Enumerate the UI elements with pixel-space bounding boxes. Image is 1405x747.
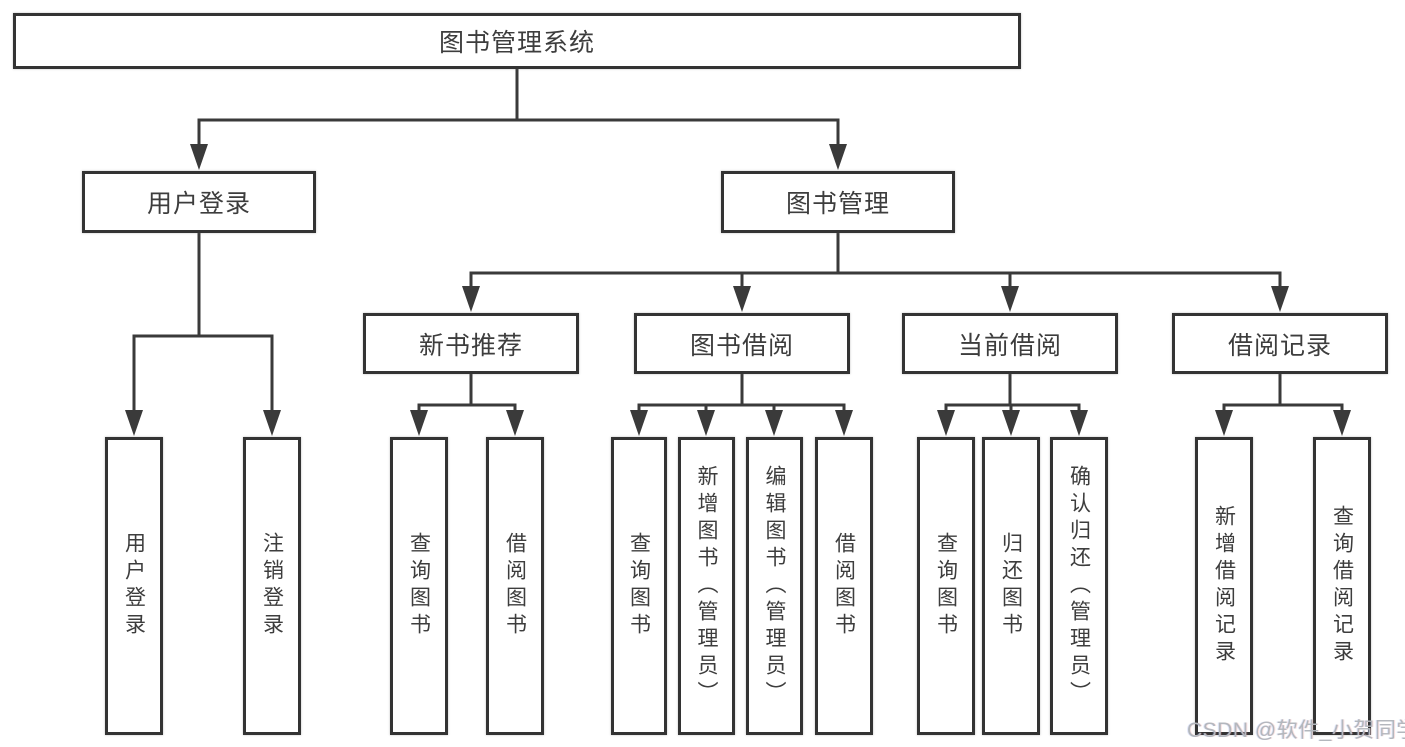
node-label: 新增图书（管理员） xyxy=(695,464,718,708)
arrow-down-icon xyxy=(506,410,524,436)
connector-arrowheads xyxy=(125,144,1351,436)
node-leaf-add-borrow-record: 新增借阅记录 xyxy=(1195,437,1253,735)
node-label: 用户登录 xyxy=(122,532,146,640)
arrow-down-icon xyxy=(410,410,428,436)
arrow-down-icon xyxy=(1215,410,1233,436)
csdn-watermark: CSDN @软件_小贺同学 xyxy=(1187,719,1405,742)
arrow-down-icon xyxy=(1271,286,1289,312)
node-book-management: 图书管理 xyxy=(721,171,955,233)
arrow-down-icon xyxy=(462,286,480,312)
arrow-down-icon xyxy=(765,410,783,436)
node-label: 借阅记录 xyxy=(1227,331,1332,360)
node-root-system: 图书管理系统 xyxy=(13,13,1021,69)
node-leaf-confirm-return-admin: 确认归还（管理员） xyxy=(1050,437,1108,735)
arrow-down-icon xyxy=(1002,410,1020,436)
node-label: 借阅图书 xyxy=(832,532,856,640)
node-label: 确认归还（管理员） xyxy=(1067,464,1091,708)
node-label: 借阅图书 xyxy=(503,532,527,640)
node-label: 用户登录 xyxy=(146,190,251,218)
node-label: 查询图书 xyxy=(407,532,431,640)
node-user-login: 用户登录 xyxy=(82,171,316,233)
node-leaf-edit-book-admin: 编辑图书（管理员） xyxy=(746,437,803,735)
arrow-down-icon xyxy=(630,410,648,436)
node-label: 查询图书 xyxy=(934,532,958,640)
node-leaf-query-book-recommend: 查询图书 xyxy=(390,437,448,735)
node-leaf-query-book-current: 查询图书 xyxy=(917,437,975,735)
node-leaf-borrow-book-recommend: 借阅图书 xyxy=(486,437,544,735)
node-leaf-add-book-admin: 新增图书（管理员） xyxy=(678,437,735,735)
arrow-down-icon xyxy=(829,144,847,170)
arrow-down-icon xyxy=(835,410,853,436)
arrow-down-icon xyxy=(190,144,208,170)
arrow-down-icon xyxy=(697,410,715,436)
connector-lines xyxy=(132,67,1344,414)
node-leaf-return-book: 归还图书 xyxy=(982,437,1040,735)
node-leaf-query-borrow-record: 查询借阅记录 xyxy=(1313,437,1371,735)
arrow-down-icon xyxy=(125,410,143,436)
node-book-borrow: 图书借阅 xyxy=(634,313,850,374)
node-label: 新增借阅记录 xyxy=(1212,505,1236,667)
node-label: 图书借阅 xyxy=(689,331,794,360)
arrow-down-icon xyxy=(1333,410,1351,436)
node-label: 查询图书 xyxy=(627,532,651,640)
node-leaf-logout: 注销登录 xyxy=(243,437,301,735)
node-label: 编辑图书（管理员） xyxy=(763,464,786,708)
node-leaf-borrow-book: 借阅图书 xyxy=(815,437,873,735)
arrow-down-icon xyxy=(1070,410,1088,436)
node-label: 查询借阅记录 xyxy=(1330,505,1354,667)
node-label: 归还图书 xyxy=(999,532,1023,640)
arrow-down-icon xyxy=(263,410,281,436)
node-borrow-record: 借阅记录 xyxy=(1172,313,1388,374)
arrow-down-icon xyxy=(1001,286,1019,312)
node-label: 图书管理系统 xyxy=(438,29,595,57)
arrow-down-icon xyxy=(733,286,751,312)
arrow-down-icon xyxy=(937,410,955,436)
node-leaf-login: 用户登录 xyxy=(105,437,163,735)
node-label: 注销登录 xyxy=(260,532,284,640)
node-label: 当前借阅 xyxy=(957,331,1062,360)
node-new-book-recommend: 新书推荐 xyxy=(363,313,579,374)
node-current-borrow: 当前借阅 xyxy=(902,313,1118,374)
node-leaf-query-book-borrow: 查询图书 xyxy=(611,437,667,735)
node-label: 图书管理 xyxy=(785,190,890,218)
node-label: 新书推荐 xyxy=(418,331,523,360)
